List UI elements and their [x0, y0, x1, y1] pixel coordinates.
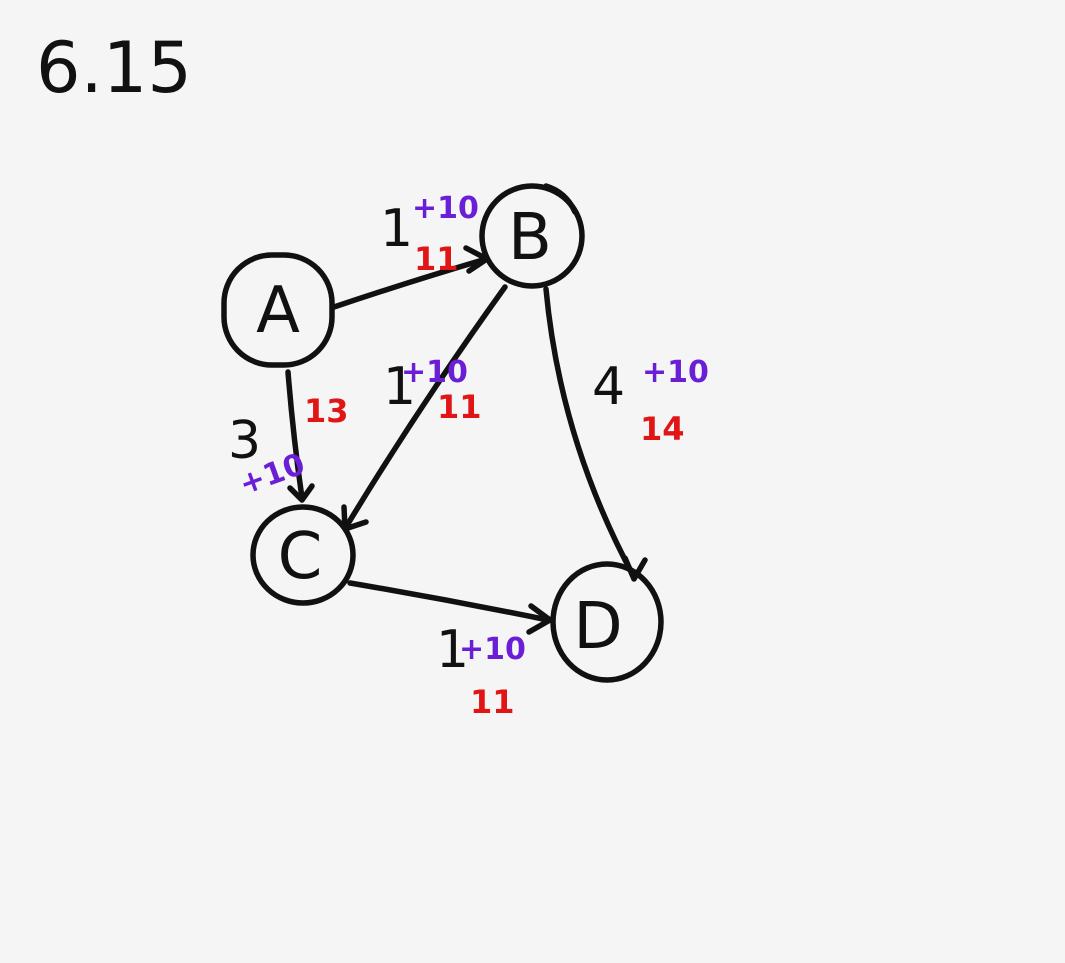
edge-a-b-total: 11: [414, 240, 459, 278]
edge-b-c-weight: 1: [383, 357, 416, 417]
edge-b-d-added: +10: [642, 355, 709, 390]
edge-a-b-weight: 1: [380, 199, 413, 259]
node-c-label: C: [278, 520, 323, 594]
edge-b-d-weight: 4: [592, 357, 625, 417]
edge-a-c-total: 13: [304, 392, 349, 430]
edge-a-c: [285, 369, 315, 503]
edge-a-c-weight: 3: [228, 411, 261, 471]
edge-b-d-total: 14: [640, 410, 685, 448]
edge-b-c-added: +10: [401, 355, 468, 390]
edge-c-d-weight: 1: [436, 620, 469, 680]
node-a: A: [221, 252, 335, 368]
node-d-label: D: [573, 590, 622, 664]
node-d: D: [550, 561, 664, 683]
node-a-label: A: [256, 274, 300, 348]
edge-b-d: [543, 286, 648, 582]
edge-b-c-total: 11: [437, 388, 482, 426]
edge-c-d: [347, 580, 553, 635]
node-c: C: [250, 504, 356, 606]
edge-c-d-total: 11: [470, 683, 515, 721]
edge-c-d-added: +10: [459, 632, 526, 667]
node-b-label: B: [508, 201, 552, 275]
edge-a-b-added: +10: [412, 191, 479, 226]
node-b: B: [479, 183, 585, 289]
diagram-title: 6.15: [36, 27, 192, 109]
